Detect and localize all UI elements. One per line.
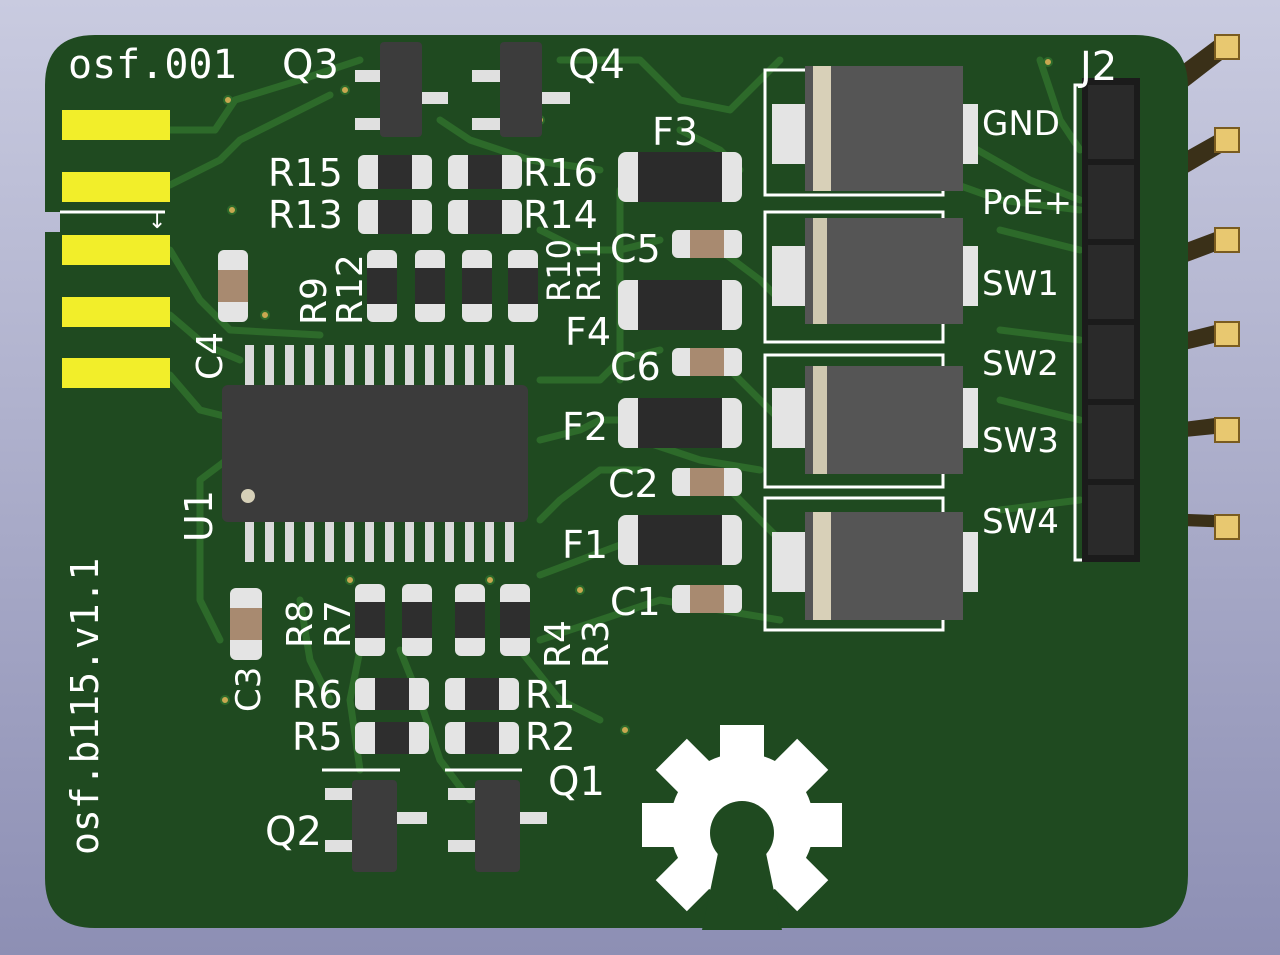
label-q1: Q1 [548,759,605,805]
transistor-q3 [355,42,448,137]
label-r9: R9 [294,277,335,325]
transistor-q1 [445,768,547,872]
label-q2: Q2 [265,809,322,855]
open-hardware-gear-icon [642,725,842,930]
label-c1: C1 [610,580,661,624]
resistors-bottom [355,678,519,754]
label-u1: U1 [177,490,221,542]
diodes [763,66,978,632]
capacitor-c4 [218,250,248,322]
header-j2 [1073,78,1140,562]
label-poe: PoE+ [982,183,1072,223]
label-r2: R2 [525,715,576,759]
label-r7: R7 [318,600,359,648]
label-r6: R6 [292,673,343,717]
label-r14: R14 [523,193,598,237]
transistor-q4 [472,42,570,137]
ic-u1 [222,345,528,562]
label-r16: R16 [523,151,598,195]
label-q3: Q3 [282,42,339,88]
capacitors-right [672,230,742,613]
label-r8: R8 [280,600,321,648]
label-f1: F1 [562,523,608,567]
resistors-vertical-lower [355,584,530,656]
label-r5: R5 [292,715,343,759]
label-c5: C5 [610,227,661,271]
label-r13: R13 [268,193,343,237]
label-c2: C2 [608,462,659,506]
resistors-top [358,155,522,234]
label-r10: R10 [540,239,578,302]
label-j2: J2 [1077,44,1117,90]
label-r3: R3 [576,620,617,668]
label-sw1: SW1 [982,264,1059,304]
resistors-vertical-upper [367,250,538,322]
edge-connector-pads [62,110,170,388]
edge-arrow-label: ↓ [148,209,166,234]
label-gnd: GND [982,104,1060,144]
label-r12: R12 [330,254,371,325]
board-version-label: osf.b115.v1.1 [63,558,107,855]
label-r1: R1 [525,673,576,717]
label-q4: Q4 [568,42,625,88]
label-sw4: SW4 [982,502,1059,542]
label-sw2: SW2 [982,344,1059,384]
label-c4: C4 [190,332,231,380]
label-r15: R15 [268,151,343,195]
label-f3: F3 [652,110,698,154]
label-c6: C6 [610,345,661,389]
label-f4: F4 [565,310,611,354]
board-id-label: osf.001 [68,42,237,88]
capacitor-c3 [230,588,262,660]
label-sw3: SW3 [982,421,1059,461]
fuses [618,152,742,565]
label-r11: R11 [570,239,608,302]
label-f2: F2 [562,405,608,449]
transistor-q2 [322,768,427,872]
label-r4: R4 [538,620,579,668]
label-c3: C3 [229,667,269,712]
